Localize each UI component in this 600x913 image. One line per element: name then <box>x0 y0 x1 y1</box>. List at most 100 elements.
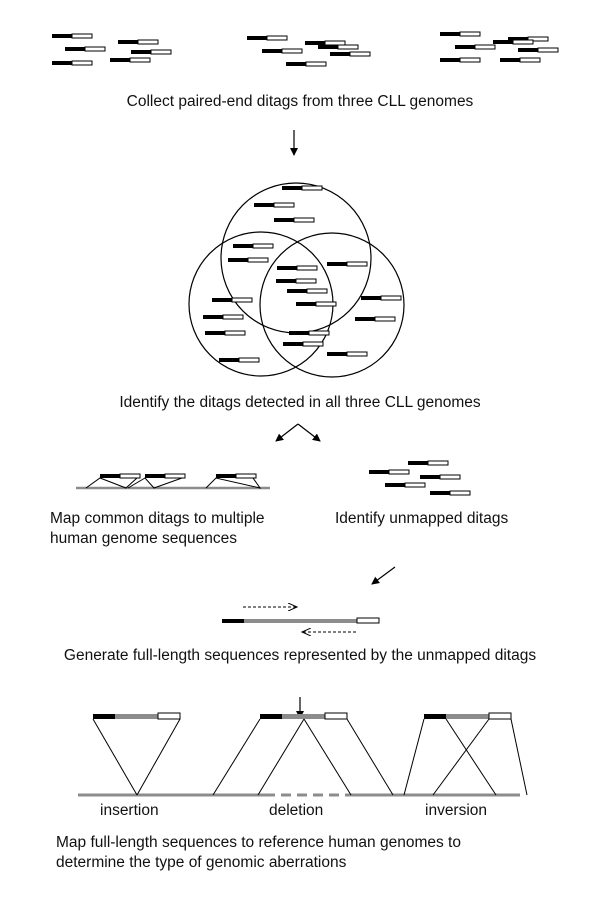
ditag <box>408 460 449 466</box>
ditag <box>330 51 371 57</box>
ditag-dark-end <box>385 483 405 487</box>
seq-dark-end <box>222 619 244 623</box>
aberration-diagrams <box>78 712 528 797</box>
ditag-light-end <box>346 351 368 357</box>
ditag-dark-end <box>219 358 239 362</box>
ditag-dark-end <box>305 41 325 45</box>
ditag <box>219 357 260 363</box>
ditag-light-end <box>374 316 396 322</box>
ditag-dark-end <box>283 342 303 346</box>
ditag <box>440 57 481 63</box>
ditag-light-end <box>527 36 549 42</box>
ditag-dark-end <box>493 40 513 44</box>
ditag-dark-end <box>145 474 165 478</box>
ditag-dark-end <box>500 58 520 62</box>
ditag-dark-end <box>440 32 460 36</box>
ditag-dark-end <box>361 296 381 300</box>
ditag-dark-end <box>287 289 307 293</box>
ditag-light-end <box>315 301 337 307</box>
ditag-dark-end <box>233 244 253 248</box>
ditag-dark-end <box>110 58 130 62</box>
ditag <box>276 278 317 284</box>
ditag-dark-end <box>286 62 306 66</box>
step-map-full-line-1: Map full-length sequences to reference h… <box>56 834 461 851</box>
aberration-deletion-label: deletion <box>269 802 324 819</box>
step-map-full-line-2: determine the type of genomic aberration… <box>56 854 347 871</box>
ditag-light-end <box>305 61 327 67</box>
ditag-dark-end <box>420 475 440 479</box>
ditag-light-end <box>519 57 541 63</box>
ditag-dark-end <box>276 279 296 283</box>
ditag-dark-end <box>440 58 460 62</box>
step-map-common-line-1: Map common ditags to multiple <box>50 510 265 527</box>
ditag <box>283 341 324 347</box>
step-identify-common-label: Identify the ditags detected in all thre… <box>119 394 481 411</box>
ditag-dark-end <box>118 40 138 44</box>
arrow-split-left <box>275 423 299 442</box>
ditag-dark-end <box>355 317 375 321</box>
ditag <box>287 288 328 294</box>
ditag-dark-end <box>369 470 389 474</box>
ditag-light-end <box>273 202 295 208</box>
ditag <box>327 351 368 357</box>
ditag-dark-end <box>203 315 223 319</box>
ditag-light-end <box>302 341 324 347</box>
ditag-light-end <box>71 33 93 39</box>
ditag-dark-end <box>518 48 538 52</box>
ditag <box>420 474 461 480</box>
unmapped-ditags <box>369 460 471 496</box>
ditag-light-end <box>84 46 106 52</box>
ditag-light-end <box>474 44 496 50</box>
ditag-group-genome-1 <box>52 33 172 66</box>
ditag-dark-end <box>228 258 248 262</box>
ditag <box>455 44 496 50</box>
ditag-light-end <box>337 44 359 50</box>
mapping-lines-3 <box>205 477 262 489</box>
ditag <box>318 44 359 50</box>
ditag <box>440 31 481 37</box>
arrow-diagonal <box>371 566 396 585</box>
ditag-dark-end <box>508 37 528 41</box>
ditag-light-end <box>427 460 449 466</box>
ditag <box>205 330 246 336</box>
ditag-dark-end <box>52 34 72 38</box>
ditag-light-end <box>459 57 481 63</box>
ditag <box>296 301 337 307</box>
ditag-light-end <box>235 473 257 479</box>
ditag-light-end <box>449 490 471 496</box>
ditag <box>277 265 318 271</box>
ditag <box>52 33 93 39</box>
ditag-dark-end <box>52 61 72 65</box>
ditag-light-end <box>71 60 93 66</box>
inversion-diagram <box>403 712 528 796</box>
ditag-light-end <box>129 57 151 63</box>
ditag <box>110 57 151 63</box>
ditag <box>216 473 257 479</box>
mapped-ditags <box>100 473 257 479</box>
ditag-light-end <box>306 288 328 294</box>
ditag-dark-end <box>100 474 120 478</box>
ditag-light-end <box>252 243 274 249</box>
step-collect-label: Collect paired-end ditags from three CLL… <box>126 93 474 110</box>
step-map-common-line-2: human genome sequences <box>50 530 237 547</box>
ditag-light-end <box>238 357 260 363</box>
ditag <box>65 46 106 52</box>
ditag-dark-end <box>330 52 350 56</box>
ditag <box>228 257 269 263</box>
seq-light-end <box>356 617 380 624</box>
ditag <box>518 47 559 53</box>
step-map-common-label: Map common ditags to multiple human geno… <box>50 509 320 549</box>
ditag <box>361 295 402 301</box>
insertion-diagram <box>92 712 181 796</box>
ditag <box>233 243 274 249</box>
step-map-full-label: Map full-length sequences to reference h… <box>56 833 576 873</box>
ditag <box>52 60 93 66</box>
ditag <box>131 49 172 55</box>
venn-circle-right <box>259 232 405 378</box>
ditag <box>212 297 253 303</box>
ditag-light-end <box>512 39 534 45</box>
ditag <box>145 473 186 479</box>
ditag-dark-end <box>296 302 316 306</box>
ditag-light-end <box>224 330 246 336</box>
